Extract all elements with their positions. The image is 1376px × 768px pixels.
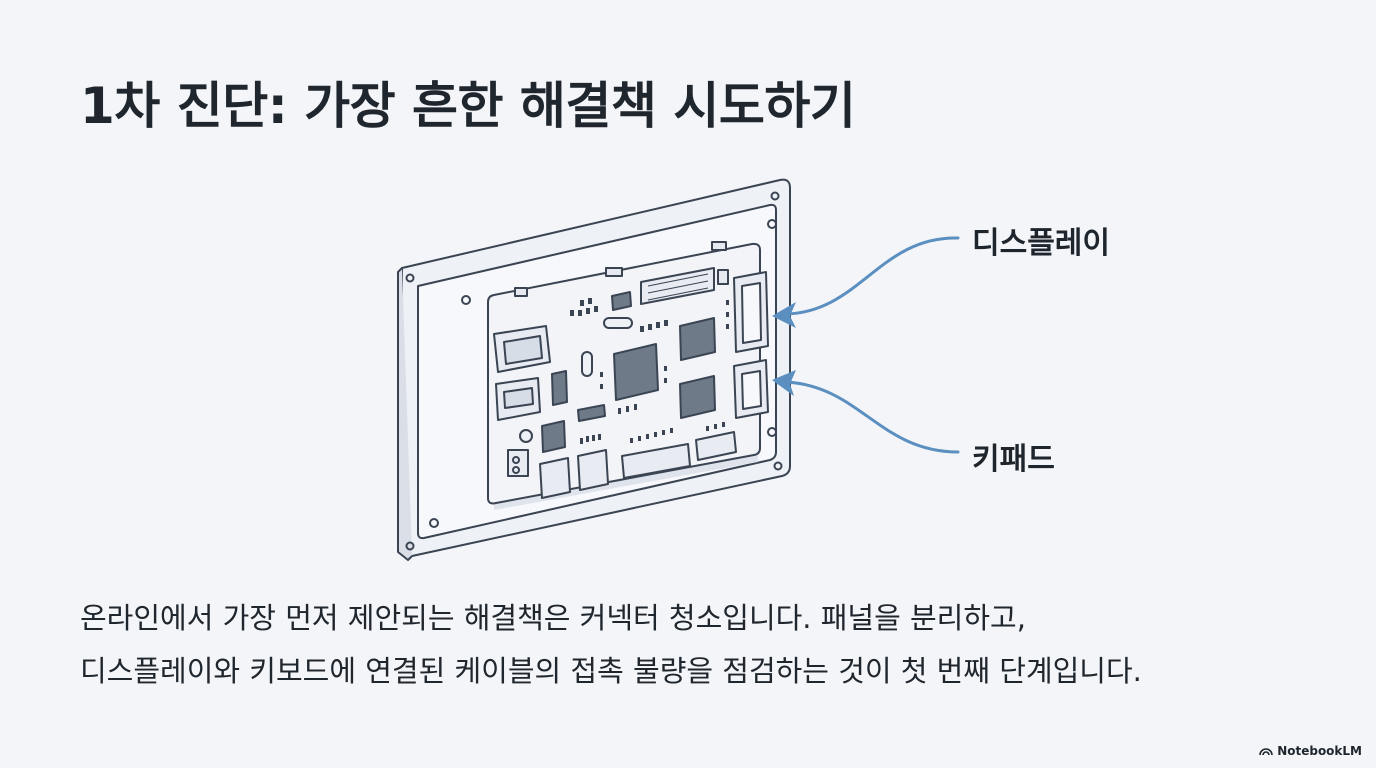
callout-display-label: 디스플레이 xyxy=(972,226,1110,261)
notebooklm-brand: NotebookLM xyxy=(1259,744,1362,758)
page-title: 1차 진단: 가장 흔한 해결책 시도하기 xyxy=(80,77,856,135)
notebooklm-logo-icon xyxy=(1259,748,1273,756)
brand-name: NotebookLM xyxy=(1277,744,1362,758)
body-text: 온라인에서 가장 먼저 제안되는 해결책은 커넥터 청소입니다. 패널을 분리하… xyxy=(80,592,1300,698)
body-line-1: 온라인에서 가장 먼저 제안되는 해결책은 커넥터 청소입니다. 패널을 분리하… xyxy=(80,601,1026,635)
display-arrow xyxy=(784,236,960,316)
keypad-arrow xyxy=(784,380,960,454)
callout-keypad-label: 키패드 xyxy=(972,442,1055,477)
body-line-2: 디스플레이와 키보드에 연결된 케이블의 접촉 불량을 점검하는 것이 첫 번째… xyxy=(80,654,1142,688)
